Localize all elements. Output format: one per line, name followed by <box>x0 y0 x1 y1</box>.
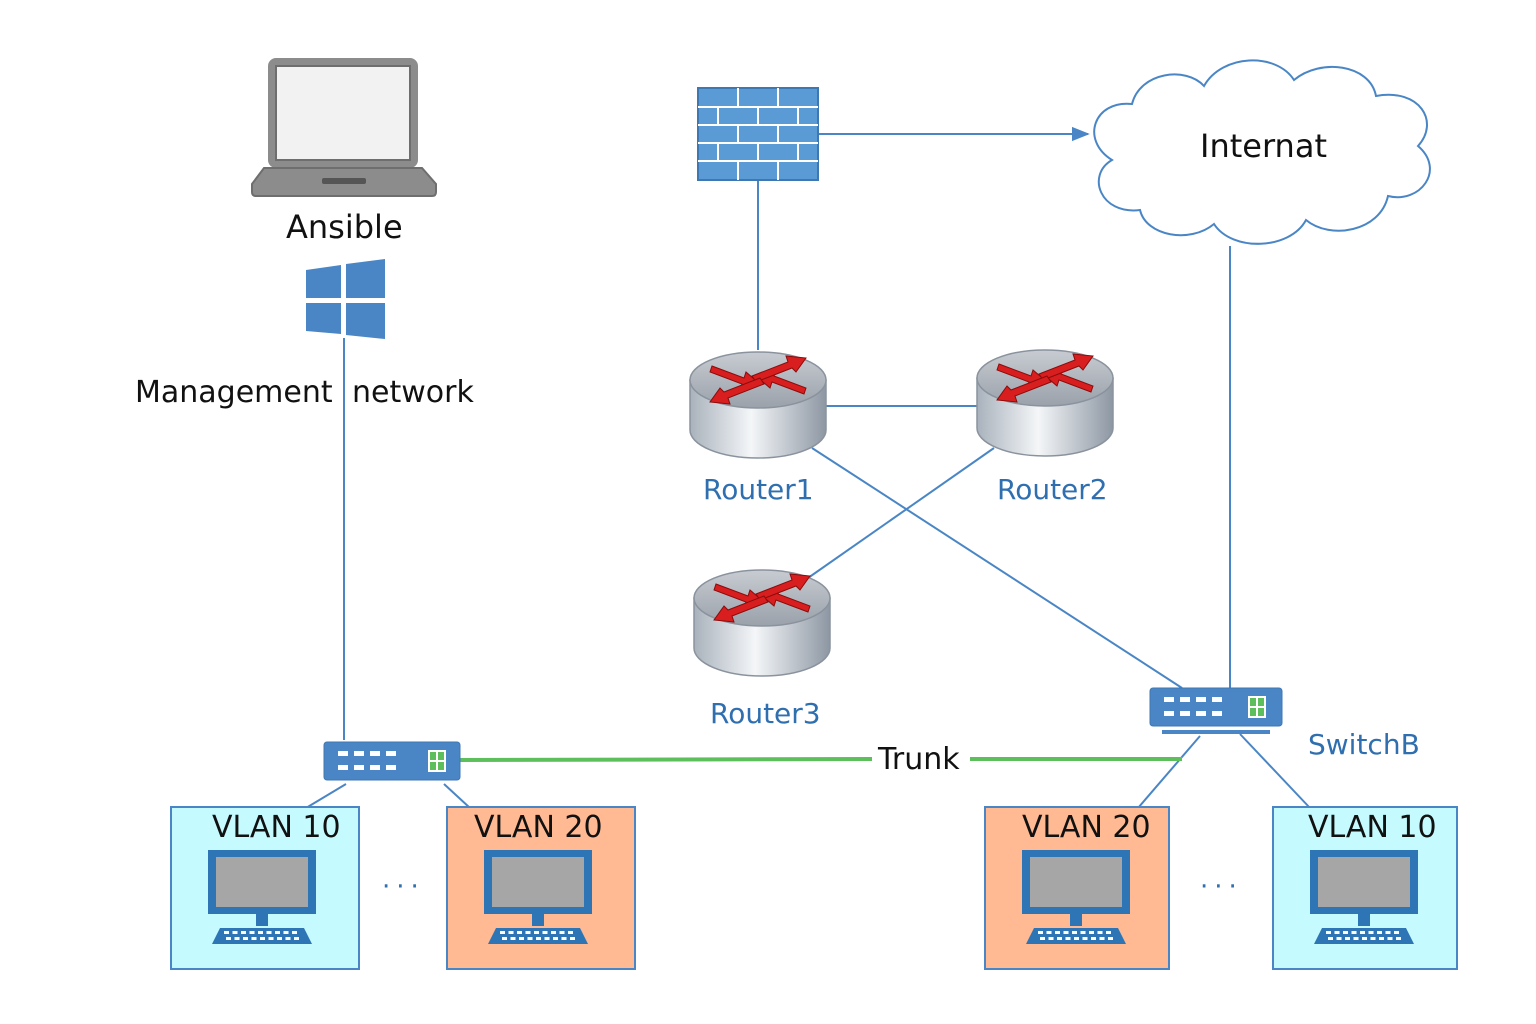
desktop-icons <box>208 850 1418 944</box>
vlan-label-3: VLAN 20 <box>1022 810 1151 845</box>
vlan-label-4: VLAN 10 <box>1308 810 1437 845</box>
trunk-link <box>459 757 1182 762</box>
firewall-icon <box>697 87 819 181</box>
router3-icon <box>693 569 831 677</box>
switchb-label: SwitchB <box>1308 728 1420 761</box>
laptop-icon <box>251 58 437 197</box>
network-label: network <box>352 375 474 410</box>
windows-icon <box>306 259 385 339</box>
switch-a-icon <box>323 741 461 781</box>
router2-label: Router2 <box>997 473 1108 506</box>
ellipsis-left: ··· <box>382 872 425 902</box>
router2-icon <box>976 349 1114 457</box>
link-router1-switchb <box>811 447 1183 689</box>
vlan-boxes <box>170 806 1458 970</box>
router1-icon <box>689 351 827 459</box>
desktop-icon <box>484 850 592 944</box>
desktop-icon <box>1022 850 1130 944</box>
internet-label: Internat <box>1200 127 1327 165</box>
management-label: Management <box>135 375 333 410</box>
cloud-icon <box>1093 59 1431 245</box>
link-switchb-vlan10 <box>1239 733 1311 809</box>
router3-label: Router3 <box>710 697 821 730</box>
trunk-label: Trunk <box>878 742 960 777</box>
router1-label: Router1 <box>703 473 814 506</box>
desktop-icon <box>1310 850 1418 944</box>
ellipsis-right: ··· <box>1200 872 1243 902</box>
desktop-icon <box>208 850 316 944</box>
vlan-label-1: VLAN 10 <box>212 810 341 845</box>
switch-b-icon <box>1149 687 1283 734</box>
link-router2-router3 <box>807 447 995 579</box>
link-switcha-vlan10 <box>305 783 347 809</box>
link-switcha-vlan20 <box>443 783 471 809</box>
links <box>305 126 1311 809</box>
vlan-label-2: VLAN 20 <box>474 810 603 845</box>
link-switchb-vlan20 <box>1137 735 1201 809</box>
ansible-label: Ansible <box>286 208 403 246</box>
